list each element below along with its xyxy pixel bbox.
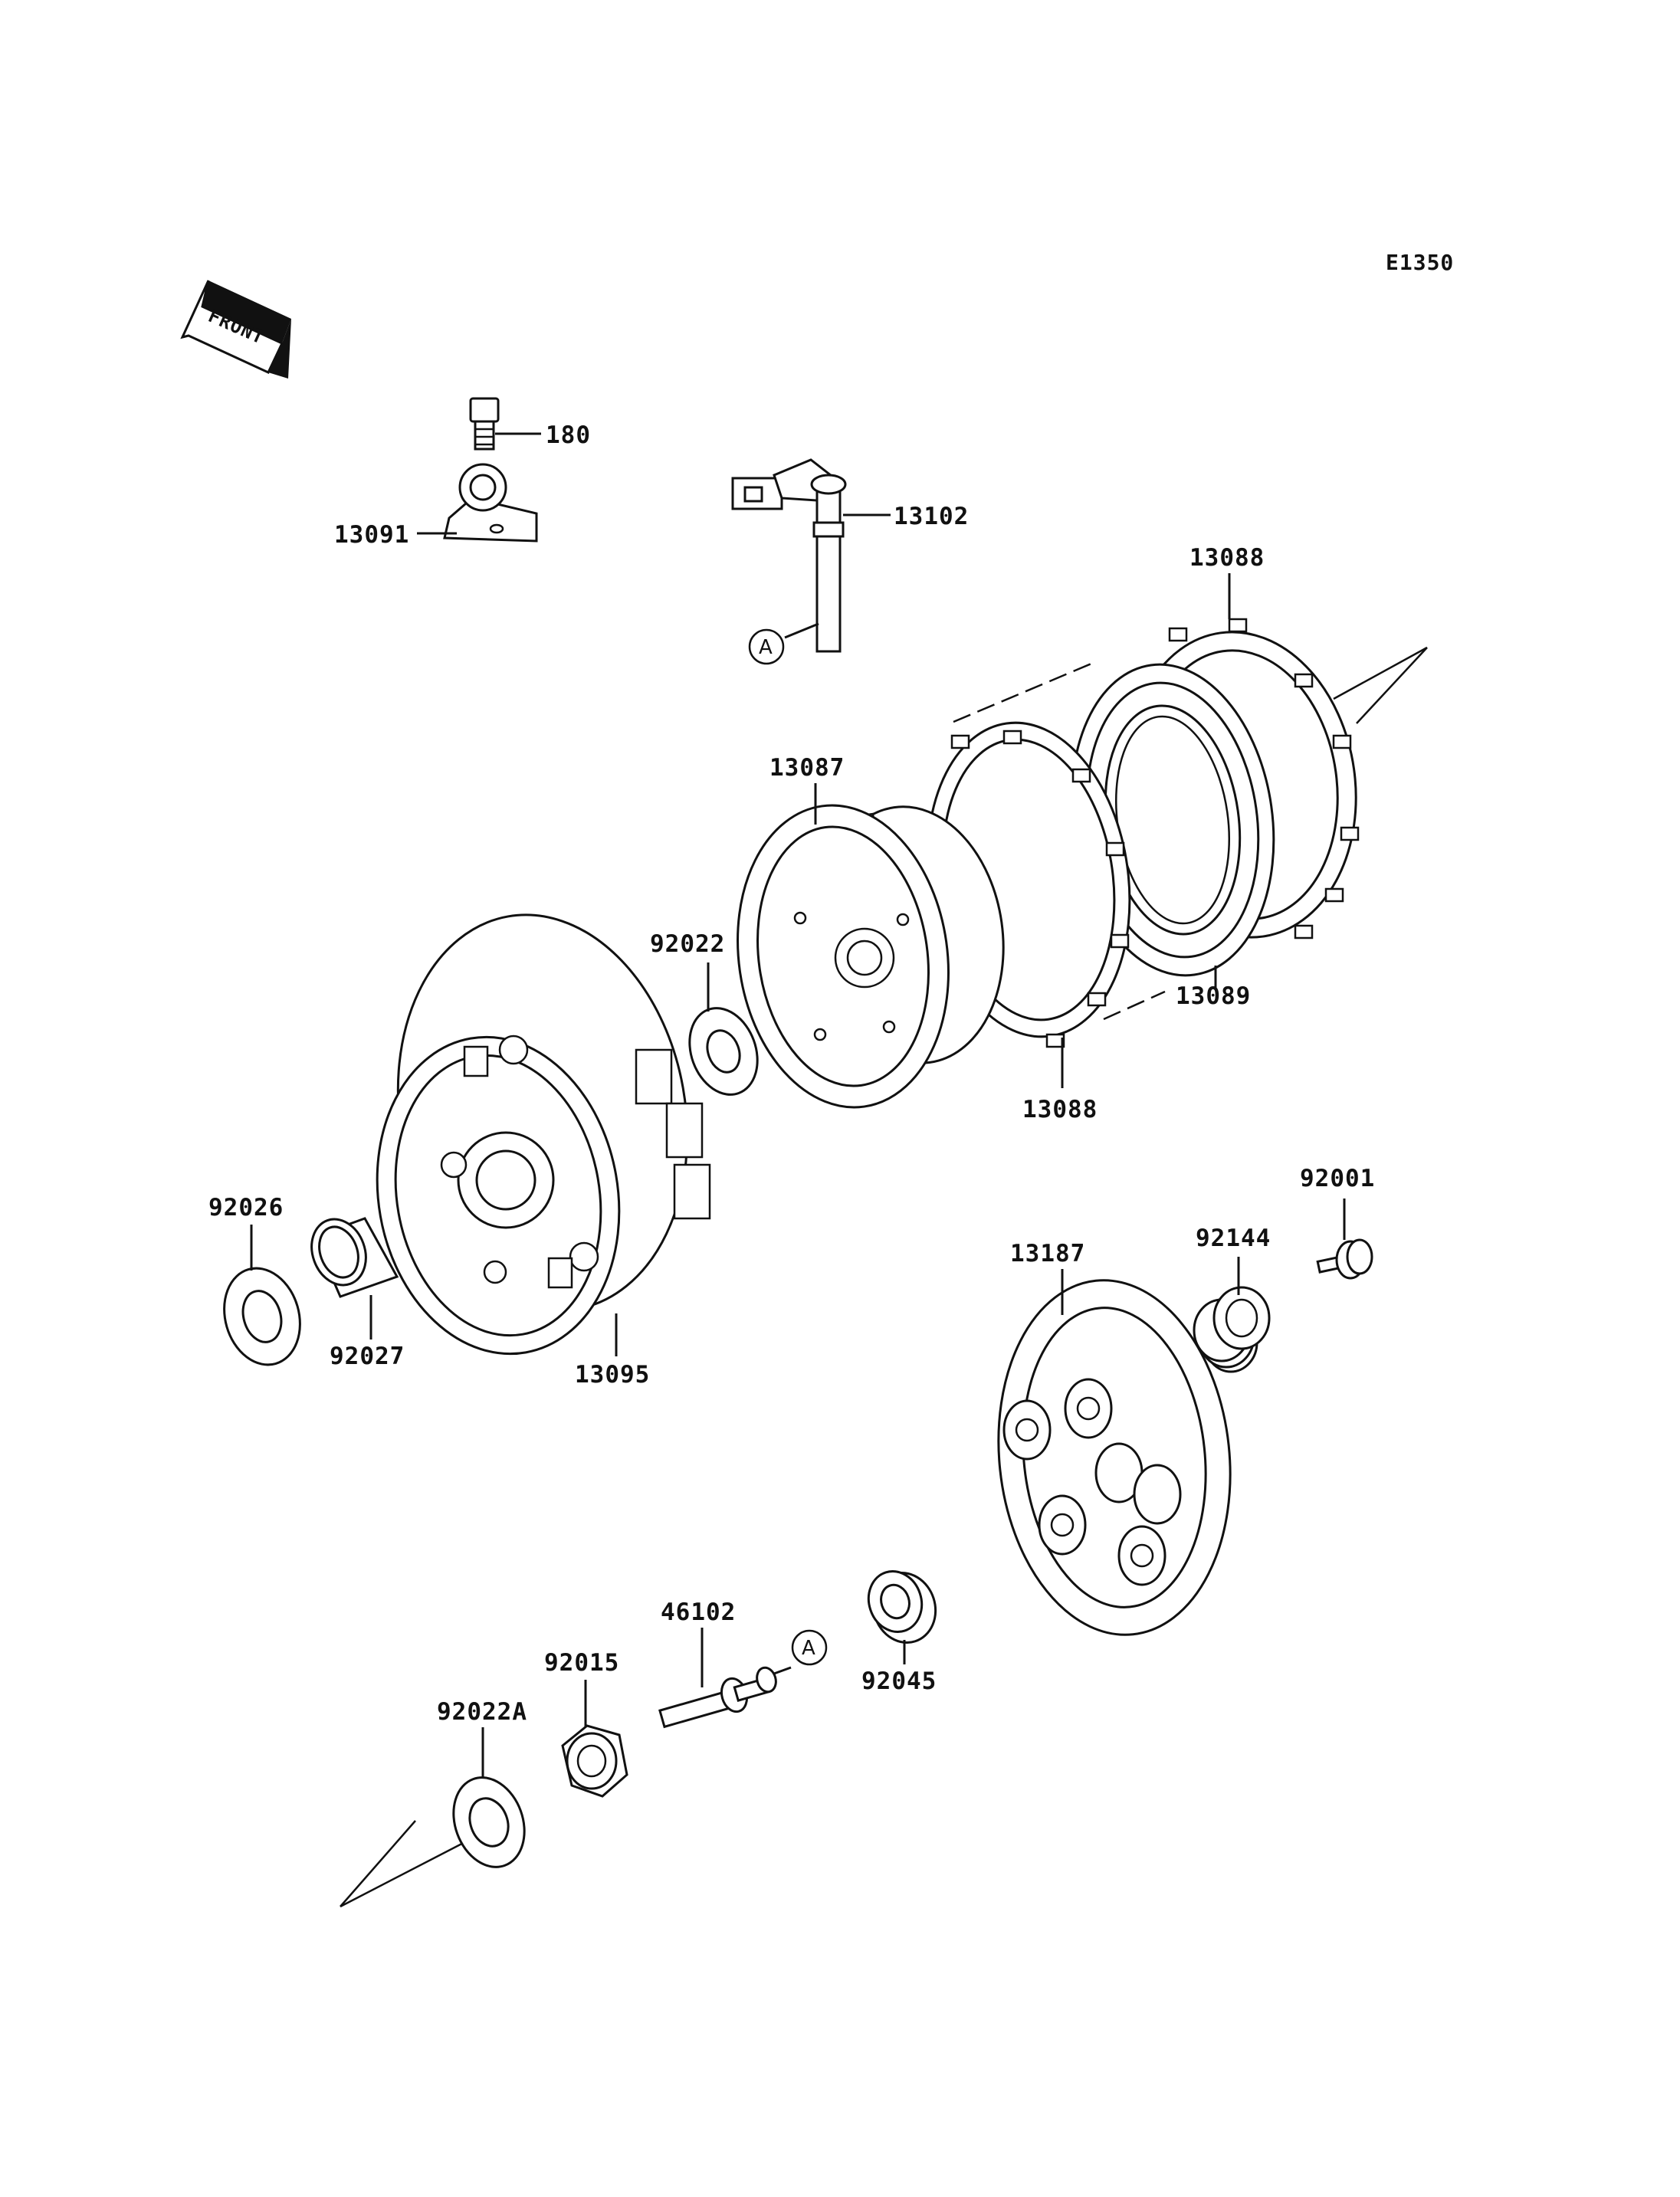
sleeve-92027 <box>310 1217 399 1298</box>
front-arrow-icon: FRONT <box>180 280 291 379</box>
part-label-housing: 13095 <box>575 1361 650 1389</box>
washer-92022A <box>452 1776 526 1868</box>
part-label-spring: 92144 <box>1196 1225 1271 1252</box>
bearing-92045 <box>867 1570 937 1644</box>
part-label-bearing: 92045 <box>861 1667 937 1695</box>
part-label-friction-plate-top: 13088 <box>1189 544 1265 572</box>
pressure-plate-13187 <box>997 1279 1232 1636</box>
guide-line-plates-bottom <box>1103 990 1166 1021</box>
part-label-friction-plate-bottom: 13088 <box>1022 1096 1098 1123</box>
callout-circle-a-bottom <box>791 1629 828 1666</box>
part-label-washer-nut: 92022A <box>437 1698 527 1726</box>
part-label-release-shaft: 13102 <box>894 503 969 530</box>
part-label-washer-housing: 92026 <box>208 1194 284 1221</box>
spring-92144 <box>1193 1286 1271 1373</box>
axis-line-upper-right-2 <box>1356 647 1428 724</box>
axis-line-upper-right-1 <box>1333 646 1428 700</box>
callout-a-bottom: A <box>802 1637 815 1660</box>
washer-92026 <box>223 1267 301 1366</box>
part-label-clutch-hub: 13087 <box>769 754 845 782</box>
part-label-bracket: 13091 <box>334 521 409 549</box>
part-label-nut: 92015 <box>544 1649 619 1677</box>
leader-callout-a-bottom <box>773 1666 792 1675</box>
callout-a-top: A <box>759 636 773 659</box>
release-shaft-13102 <box>731 458 847 653</box>
diagram-reference-code: E1350 <box>1386 250 1454 275</box>
guide-line-plates-top <box>953 662 1092 723</box>
part-label-steel-plate: 13089 <box>1176 982 1251 1010</box>
callout-circle-a-top <box>748 628 785 665</box>
part-label-washer-hub: 92022 <box>650 930 725 958</box>
push-rod-46102 <box>658 1666 777 1729</box>
axis-line-lower-left-1 <box>340 1820 416 1907</box>
part-label-sleeve: 92027 <box>330 1343 405 1370</box>
clutch-hub-13087 <box>737 804 1005 1109</box>
clutch-housing-13095 <box>376 913 711 1356</box>
part-label-spring-bolt: 92001 <box>1300 1165 1375 1192</box>
axis-line-lower-left-2 <box>340 1836 474 1908</box>
part-label-push-rod: 46102 <box>661 1599 736 1626</box>
nut-92015 <box>561 1724 628 1798</box>
part-label-pressure-plate: 13187 <box>1010 1240 1085 1267</box>
bracket-13091 <box>443 463 538 543</box>
leader-callout-a-top <box>784 622 819 639</box>
bolt-180 <box>469 397 500 451</box>
part-label-bolt: 180 <box>546 421 591 449</box>
spring-bolt-92001 <box>1316 1238 1373 1280</box>
